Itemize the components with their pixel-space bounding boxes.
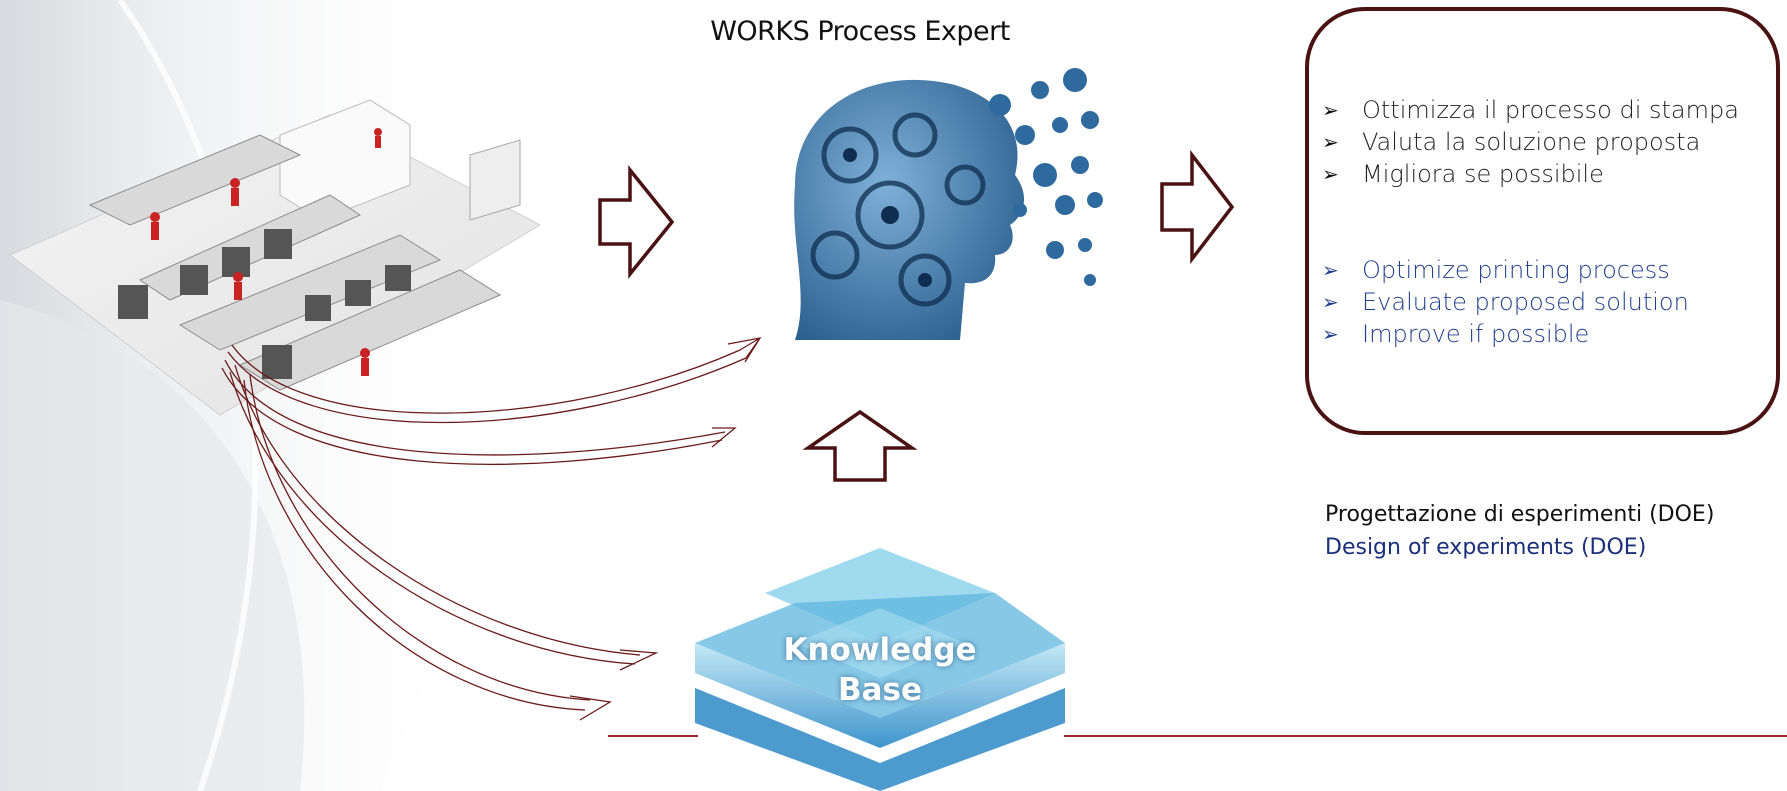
bullet-arrow-icon: ➢ (1322, 290, 1339, 314)
divider-line-left (608, 735, 698, 737)
page-title: WORKS Process Expert (710, 16, 1010, 47)
knowledge-base-label-line2: Base (837, 672, 923, 708)
list-item: ➢Migliora se possibile (1322, 160, 1604, 188)
doe-caption-italian: Progettazione di esperimenti (DOE) (1325, 502, 1715, 527)
bullet-arrow-icon: ➢ (1322, 322, 1339, 346)
knowledge-base-label-line1: Knowledge (783, 632, 977, 668)
gear-head-brain-image (794, 68, 1103, 340)
knowledge-base-layers-graphic (695, 548, 1065, 791)
bullet-arrow-icon: ➢ (1322, 98, 1339, 122)
list-item: ➢Improve if possible (1322, 320, 1590, 348)
bullet-arrow-icon: ➢ (1322, 162, 1339, 186)
list-item: ➢Optimize printing process (1322, 256, 1670, 284)
italian-bullet-list: ➢Ottimizza il processo di stampa ➢Valuta… (1322, 94, 1739, 190)
factory-line-illustration (9, 99, 540, 416)
list-item: ➢Ottimizza il processo di stampa (1322, 96, 1739, 124)
english-bullet-list: ➢Optimize printing process ➢Evaluate pro… (1322, 254, 1689, 350)
doe-caption-english: Design of experiments (DOE) (1325, 535, 1647, 560)
list-item: ➢Valuta la soluzione proposta (1322, 128, 1701, 156)
divider-line-right (1064, 735, 1787, 737)
bullet-arrow-icon: ➢ (1322, 130, 1339, 154)
process-expert-output-box (1305, 7, 1780, 435)
list-item: ➢Evaluate proposed solution (1322, 288, 1689, 316)
bullet-arrow-icon: ➢ (1322, 258, 1339, 282)
